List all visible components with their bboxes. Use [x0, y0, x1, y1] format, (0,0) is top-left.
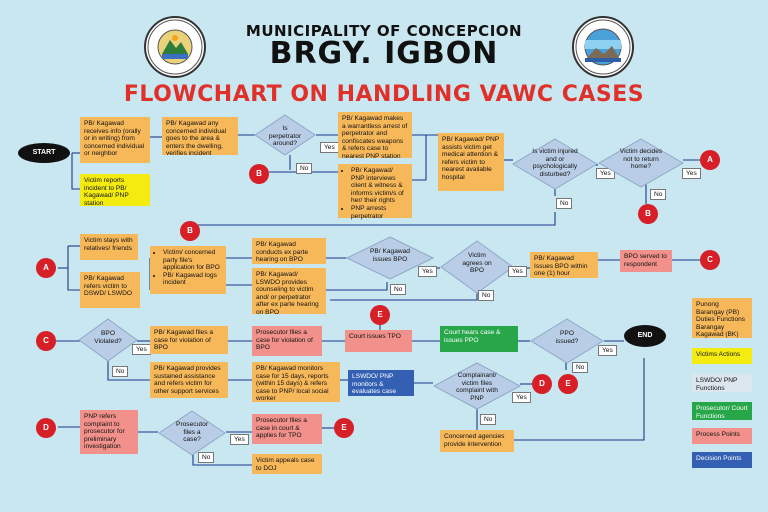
connector-a-row1: A — [700, 150, 720, 170]
legend-lswdo-functions: LSWDO/ PNP Functions — [692, 374, 752, 392]
connector-d-row4: D — [532, 374, 552, 394]
legend-victims-actions: Victims Actions — [692, 348, 752, 364]
municipal-seal-left — [144, 16, 206, 78]
refers-to-dswd-box: PB/ Kagawad refers victim to DSWD/ LSWDO — [80, 272, 140, 308]
issues-bpo-no: No — [390, 284, 407, 295]
ppo-issued-yes: Yes — [598, 345, 617, 356]
goes-to-area-box: PB/ Kagawad any concerned individual goe… — [162, 117, 238, 157]
agrees-bpo-decision-diamond — [440, 240, 514, 294]
connector-b-row1: B — [249, 164, 269, 184]
legend-prosecutor-functions: Prosecutor/ Court Functions — [692, 402, 752, 420]
complaint-question: Complainant/ victim files complaint with… — [456, 372, 498, 402]
return-home-question: Victim decides not to return home? — [619, 148, 663, 171]
return-home-decision-diamond — [598, 138, 684, 188]
perpetrator-no: No — [296, 163, 313, 174]
barangay-heading: BRGY. IGBON — [269, 36, 499, 71]
legend-decision-points: Decision Points — [692, 452, 752, 468]
issues-bpo-question: PB/ Kagawad issues BPO — [370, 248, 410, 263]
logs-incident-item: PB/ Kagawad logs incident — [163, 272, 222, 287]
end-terminal: END — [624, 325, 666, 347]
agrees-bpo-yes: Yes — [508, 266, 527, 277]
complaint-yes: Yes — [512, 392, 531, 403]
interview-item: PB/ Kagawad/ PNP interviews client & wit… — [351, 167, 408, 205]
interview-arrest-box: PB/ Kagawad/ PNP interviews client & wit… — [338, 164, 412, 220]
legend-process-points: Process Points — [692, 428, 752, 444]
injured-no: No — [556, 198, 573, 209]
arrest-item: PNP arrests perpetrator — [351, 205, 408, 220]
complaint-decision-diamond — [433, 362, 521, 410]
lswdo-monitors-box: LSWDO/ PNP monitors & evaluates case — [348, 370, 414, 396]
connector-c-row3: C — [36, 331, 56, 351]
prosecutor-files-yes: Yes — [230, 434, 249, 445]
injured-decision-diamond — [512, 138, 598, 190]
warrantless-arrest-box: PB/ Kagawad makes a warrantless arrest o… — [338, 112, 412, 160]
bpo-application-box: Victim/ concerned party file's applicati… — [150, 246, 226, 294]
agencies-intervention-box: Concerned agencies provide intervention — [440, 430, 514, 452]
perpetrator-question: Is perpetrator around? — [268, 125, 302, 148]
prosecutor-files-question: Prosecutor files a case? — [176, 421, 208, 444]
connector-c-row2: C — [700, 250, 720, 270]
receives-info-box: PB/ Kagawad receives info (orally or in … — [80, 117, 150, 163]
complaint-no: No — [480, 414, 497, 425]
start-terminal: START — [18, 143, 70, 163]
bpo-violated-no: No — [112, 366, 129, 377]
bpo-violated-decision-diamond — [78, 318, 138, 362]
files-bpo-violation-box: PB/ Kagawad files a case for violation o… — [150, 326, 228, 354]
bpo-violated-question: BPO Violated? — [94, 330, 122, 345]
ex-parte-hearing-box: PB/ Kagawad conducts ex parte hearing on… — [252, 238, 326, 264]
pnp-refers-box: PNP refers complaint to prosecutor for p… — [80, 410, 138, 454]
bpo-application-item: Victim/ concerned party file's applicati… — [163, 249, 222, 272]
prosecutor-tpo-box: Prosecutor files a case in court & appli… — [252, 414, 322, 444]
barangay-seal-right — [572, 16, 634, 78]
municipality-heading: MUNICIPALITY OF CONCEPCION — [245, 22, 523, 40]
medical-assistance-box: PB/ Kagawad/ PNP assists victim get medi… — [438, 133, 504, 191]
appeals-doj-box: Victim appeals case to DOJ — [252, 454, 322, 474]
issues-bpo-box: PB/ Kagawad Issues BPO within one (1) ho… — [530, 252, 598, 278]
flowchart-title: FLOWCHART ON HANDLING VAWC CASES — [123, 82, 645, 107]
agrees-bpo-question: Victim agrees on BPO — [462, 252, 492, 275]
stays-with-relatives-box: Victim stays with relatives/ friends — [80, 234, 138, 260]
monitors-case-box: PB/ Kagawad monitors case for 15 days, r… — [252, 362, 340, 402]
prosecutor-files-no: No — [198, 452, 215, 463]
court-issues-ppo-box: Court hears case & issues PPO — [440, 326, 518, 352]
connector-b-row2: B — [180, 221, 200, 241]
return-home-yes: Yes — [682, 168, 701, 179]
injured-question: Is victim injured and or psychologically… — [532, 148, 578, 178]
counseling-box: PB/ Kagawad/ LSWDO provides counseling t… — [252, 268, 326, 316]
perpetrator-yes: Yes — [320, 142, 339, 153]
connector-e-row4: E — [558, 374, 578, 394]
injured-yes: Yes — [596, 168, 615, 179]
perpetrator-decision-diamond — [254, 114, 316, 156]
connector-e-row5: E — [334, 418, 354, 438]
prosecutor-files-decision-diamond — [158, 410, 226, 456]
connector-e-row3: E — [370, 305, 390, 325]
return-home-no: No — [650, 189, 667, 200]
issues-bpo-yes: Yes — [418, 266, 437, 277]
ppo-issued-decision-diamond — [530, 318, 604, 364]
ppo-issued-question: PPO issued? — [555, 330, 579, 345]
court-issues-tpo-box: Court issues TPO — [345, 330, 412, 352]
legend-pb-duties: Punong Barangay (PB) Duties Functions Ba… — [692, 298, 752, 338]
sustained-assistance-box: PB/ Kagawad provides sustained assistanc… — [150, 362, 228, 398]
bpo-violated-yes: Yes — [132, 344, 151, 355]
bpo-served-box: BPO served to respondent — [620, 250, 672, 272]
ppo-issued-no: No — [572, 362, 589, 373]
connector-b-row1-right: B — [638, 204, 658, 224]
issues-bpo-decision-diamond — [346, 236, 434, 280]
connector-a-row2: A — [36, 258, 56, 278]
prosecutor-violation-box: Prosecutor files a case for violation of… — [252, 326, 322, 356]
victim-reports-box: Victim reports incident to PB/ Kagawad/ … — [80, 174, 150, 207]
connector-d-row5: D — [36, 418, 56, 438]
agrees-bpo-no: No — [478, 290, 495, 301]
